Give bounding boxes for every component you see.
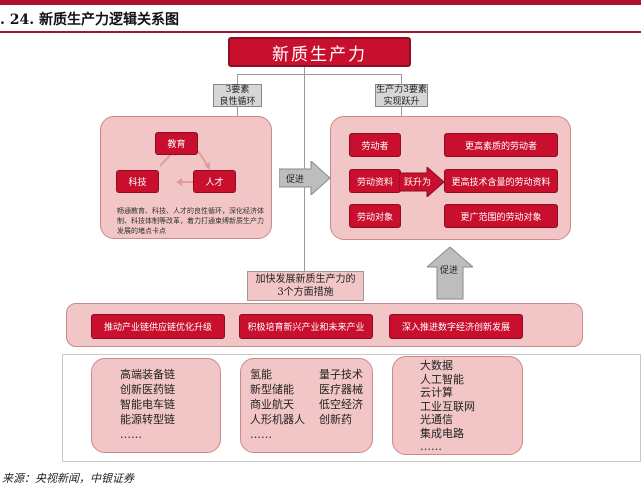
list-item: 工业互联网 xyxy=(420,399,475,413)
label-three-elements-upgrade: 生产力3要素 实现跃升 xyxy=(375,84,428,107)
list-item: 商业航天 xyxy=(250,398,294,411)
source-note: 来源：央视新闻，中银证券 xyxy=(2,472,134,485)
connector-left-drop xyxy=(237,74,238,84)
list-item: 低空经济 xyxy=(319,398,363,411)
industry-list-emerging: 氢能 新型储能 商业航天 人形机器人 …… 量子技术 医疗器械 低空经济 创新药 xyxy=(240,358,373,453)
leap-arrow xyxy=(399,167,445,197)
list-item: 大数据 xyxy=(420,359,453,372)
industry-list-digital: 大数据 人工智能 云计算 工业互联网 光通信 集成电路 …… xyxy=(392,356,523,455)
node-education: 教育 xyxy=(155,132,198,155)
list-item: 氢能 xyxy=(250,368,272,381)
item-higher-quality-laborer: 更高素质的劳动者 xyxy=(444,133,558,157)
measure-emerging-industries: 积极培育新兴产业和未来产业 xyxy=(239,314,373,339)
measure-industrial-chain: 推动产业链供应链优化升级 xyxy=(91,314,225,339)
item-broader-objects: 更广范围的劳动对象 xyxy=(444,204,558,228)
promote-arrow-right xyxy=(279,161,331,195)
leap-label: 跃升为 xyxy=(404,178,432,188)
item-laborer: 劳动者 xyxy=(349,133,401,157)
measure-digital-economy: 深入推进数字经济创新发展 xyxy=(389,314,523,339)
node-talent: 人才 xyxy=(193,170,236,193)
title-divider xyxy=(0,31,641,33)
header-accent-bar xyxy=(0,0,641,5)
list-item: 人形机器人 xyxy=(250,413,305,426)
label-three-elements-cycle: 3要素 良性循环 xyxy=(213,84,262,107)
list-item: 医疗器械 xyxy=(319,383,363,396)
list-item: 创新医药链 xyxy=(120,383,175,396)
connector-right-to-panel xyxy=(401,107,402,117)
list-item: 集成电路 xyxy=(420,426,464,440)
promote-arrow-up xyxy=(427,247,473,300)
connector-right-drop xyxy=(401,74,402,84)
measures-label: 加快发展新质生产力的 3个方面措施 xyxy=(247,271,364,301)
list-item: 量子技术 xyxy=(319,368,363,381)
list-item: …… xyxy=(120,428,142,441)
bottom-bracket-left xyxy=(62,354,63,462)
list-item: …… xyxy=(420,440,442,453)
figure-title: . 24. 新质生产力逻辑关系图 xyxy=(0,12,179,28)
bottom-bracket-bottom xyxy=(62,461,641,462)
list-item: 光通信 xyxy=(420,413,453,426)
list-item: 新型储能 xyxy=(250,383,294,396)
connector-top-horizontal xyxy=(237,74,401,75)
list-item: 创新药 xyxy=(319,413,352,426)
item-labor-objects: 劳动对象 xyxy=(349,204,401,228)
item-labor-materials: 劳动资料 xyxy=(349,169,401,193)
item-higher-tech-materials: 更高技术含量的劳动资料 xyxy=(444,169,558,193)
emerging-col-1: 氢能 新型储能 商业航天 人形机器人 …… xyxy=(250,367,305,442)
connector-left-to-panel xyxy=(237,107,238,117)
list-item: …… xyxy=(250,428,272,441)
list-item: 云计算 xyxy=(420,386,453,399)
promote-label-right: 促进 xyxy=(286,175,305,185)
list-item: 能源转型链 xyxy=(120,413,175,426)
list-item: 智能电车链 xyxy=(120,398,175,411)
bottom-bracket-top xyxy=(62,354,641,355)
emerging-col-2: 量子技术 医疗器械 低空经济 创新药 xyxy=(319,367,363,427)
main-title-box: 新质生产力 xyxy=(228,37,411,67)
left-panel-description: 畅通教育、科技、人才的良性循环，深化经济体制、科技体制等改革，着力打通束缚新质生… xyxy=(117,207,264,235)
industry-list-chain: 高端装备链 创新医药链 智能电车链 能源转型链 …… xyxy=(91,358,221,453)
node-technology: 科技 xyxy=(116,170,159,193)
list-item: 人工智能 xyxy=(420,372,464,386)
promote-label-up: 促进 xyxy=(440,266,459,276)
list-item: 高端装备链 xyxy=(120,368,175,381)
